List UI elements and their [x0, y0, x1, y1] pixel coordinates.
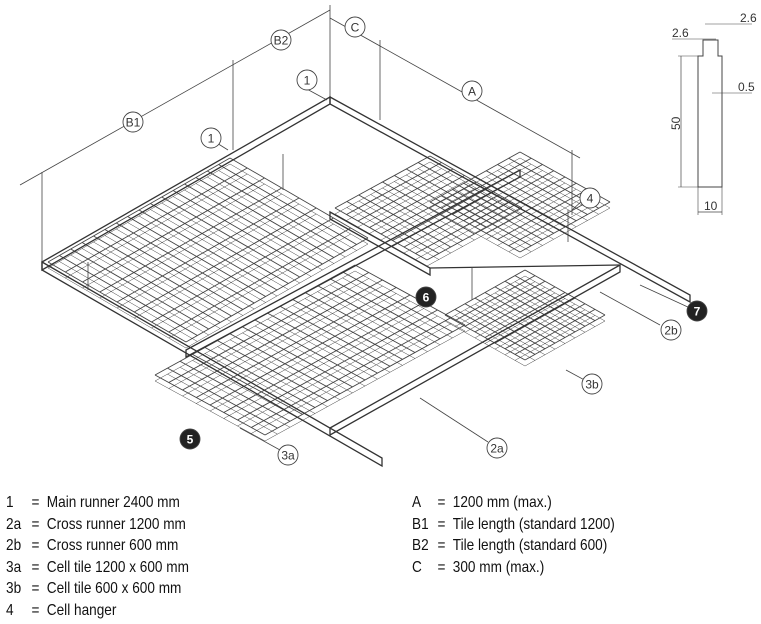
- dim-width: 10: [704, 199, 718, 213]
- legend-eq: =: [31, 601, 40, 619]
- cell-grids: [47, 151, 611, 442]
- legend-eq: =: [31, 558, 40, 576]
- callout-c4: 4: [587, 192, 594, 206]
- main-runner-front: [41, 260, 383, 468]
- legend-text: Cell tile 600 x 600 mm: [46, 580, 182, 597]
- legend-row: 2a = Cross runner 1200 mm: [6, 514, 189, 536]
- callout-C: C: [351, 21, 360, 35]
- callout-c7-circle: [686, 300, 708, 322]
- callout-leaders: [211, 87, 691, 451]
- dim-top-right: 2.6: [740, 11, 757, 25]
- callout-c2b-circle: [660, 319, 682, 341]
- legend-text: 300 mm (max.): [452, 558, 545, 576]
- legend-key: C: [412, 558, 422, 576]
- legend-text: Main runner 2400 mm: [46, 494, 180, 511]
- callout-B1: B1: [126, 116, 141, 130]
- legend-key: 3b: [6, 580, 22, 597]
- legend-key: 4: [6, 601, 14, 619]
- legend-eq: =: [31, 537, 40, 554]
- callout-c2a: 2a: [490, 442, 504, 456]
- dim-top-left: 2.6: [672, 26, 689, 40]
- cross-runner-2b: [329, 210, 431, 277]
- legend-text: 1200 mm (max.): [452, 494, 552, 511]
- callout-B2-circle: [270, 29, 292, 51]
- legend-row: 3a = Cell tile 1200 x 600 mm: [6, 557, 189, 579]
- legend-eq: =: [437, 558, 446, 576]
- legend-row: 1 = Main runner 2400 mm: [6, 492, 189, 514]
- legend-eq: =: [31, 580, 40, 597]
- legend-row: C = 300 mm (max.): [412, 557, 615, 579]
- callout-c6: 6: [423, 291, 430, 305]
- callout-c1b-circle: [200, 127, 222, 149]
- callout-c3a-circle: [277, 444, 299, 466]
- loose-cell-tile-3b: [444, 269, 606, 367]
- legend-right: A = 1200 mm (max.) B1 = Tile length (standard…: [412, 492, 615, 578]
- callout-c3b-circle: [581, 373, 603, 395]
- runner-frame: [41, 95, 691, 468]
- legend-key: 1: [6, 494, 14, 511]
- legend-key: A: [412, 494, 422, 511]
- legend-eq: =: [437, 494, 446, 511]
- legend-eq: =: [31, 515, 40, 533]
- legend-key: 2a: [6, 515, 22, 533]
- cross-runner-2a: [329, 263, 621, 437]
- legend-text: Cell tile 1200 x 600 mm: [46, 558, 189, 576]
- legend-row: 3b = Cell tile 600 x 600 mm: [6, 578, 189, 600]
- legend-row: A = 1200 mm (max.): [412, 492, 615, 514]
- callout-c3b: 3b: [585, 378, 599, 392]
- callout-c2a-circle: [486, 437, 508, 459]
- dim-height: 50: [669, 116, 683, 130]
- callout-A: A: [468, 85, 476, 99]
- callout-B1-circle: [122, 111, 144, 133]
- callout-c7: 7: [694, 305, 701, 319]
- legend-text: Tile length (standard 600): [452, 537, 608, 554]
- legend-text: Cross runner 600 mm: [46, 537, 179, 554]
- legend-text: Tile length (standard 1200): [452, 515, 615, 533]
- legend-eq: =: [31, 494, 40, 511]
- legend-eq: =: [437, 537, 446, 554]
- legend-left: 1 = Main runner 2400 mm 2a = Cross runner 120…: [6, 492, 189, 621]
- dim-thickness: 0.5: [738, 80, 755, 94]
- installed-tile-3a: [47, 157, 369, 349]
- legend-row: B2 = Tile length (standard 600): [412, 535, 615, 557]
- legend-row: B1 = Tile length (standard 1200): [412, 514, 615, 536]
- legend-row: 4 = Cell hanger: [6, 600, 189, 622]
- callout-A-circle: [461, 80, 483, 102]
- legend-key: 2b: [6, 537, 22, 554]
- cross-runner-right: [429, 264, 621, 269]
- cross-runner-middle: [185, 168, 521, 359]
- legend-text: Cell hanger: [46, 601, 117, 619]
- callout-B2: B2: [274, 34, 289, 48]
- legend-row: 2b = Cross runner 600 mm: [6, 535, 189, 557]
- callout-c2b: 2b: [664, 324, 678, 338]
- runner-profile-detail: [672, 23, 752, 215]
- callout-c1a: 1: [304, 74, 311, 88]
- callout-c4-circle: [579, 187, 601, 209]
- callout-c5-circle: [179, 428, 201, 450]
- loose-cell-tile-3a: [154, 264, 466, 442]
- callout-c6-circle: [415, 286, 437, 308]
- main-runner-back: [329, 95, 691, 304]
- legend-key: B1: [412, 515, 429, 533]
- callout-C-circle: [344, 16, 366, 38]
- callout-c3a: 3a: [281, 449, 295, 463]
- callout-c1b: 1: [208, 132, 215, 146]
- callout-c5: 5: [187, 433, 194, 447]
- legend-text: Cross runner 1200 mm: [46, 515, 186, 533]
- callout-c1a-circle: [296, 69, 318, 91]
- legend-key: B2: [412, 537, 429, 554]
- legend-eq: =: [437, 515, 446, 533]
- legend-key: 3a: [6, 558, 22, 576]
